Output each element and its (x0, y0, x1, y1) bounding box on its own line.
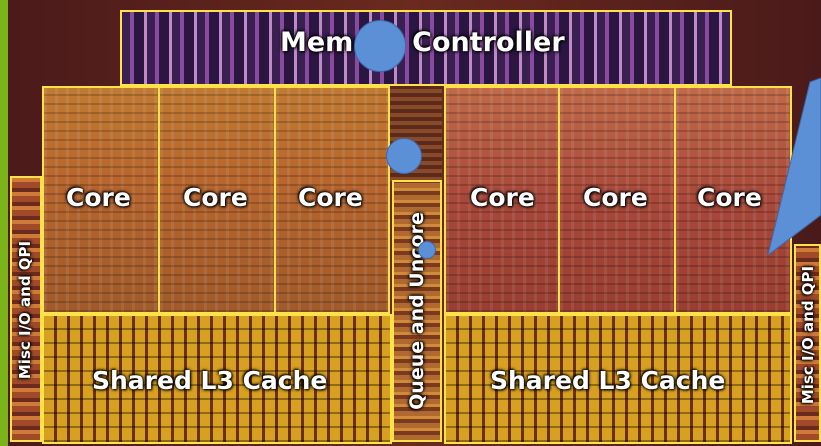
core-label-2: Core (183, 183, 248, 212)
thought-bubble-large (354, 20, 406, 72)
thought-bubble-small (418, 241, 436, 259)
misc-io-left-block (10, 176, 42, 442)
l3-cache-left (42, 314, 392, 444)
thought-bubble-medium (386, 138, 422, 174)
core-block-3 (274, 86, 390, 314)
slide-frame-edge (0, 0, 8, 446)
queue-uncore-block (392, 180, 442, 442)
l3-label-right: Shared L3 Cache (490, 366, 726, 395)
core-label-1: Core (66, 183, 131, 212)
core-label-6: Core (697, 183, 762, 212)
core-block-4 (444, 86, 560, 314)
core-label-3: Core (298, 183, 363, 212)
core-block-6 (674, 86, 792, 314)
core-label-5: Core (583, 183, 648, 212)
misc-io-right-block (794, 244, 821, 442)
l3-label-left: Shared L3 Cache (92, 366, 328, 395)
memory-controller-label: Memory Controller (280, 27, 565, 58)
memory-controller-block (120, 10, 732, 86)
core-label-4: Core (470, 183, 535, 212)
l3-cache-right (444, 314, 792, 444)
core-block-5 (558, 86, 676, 314)
